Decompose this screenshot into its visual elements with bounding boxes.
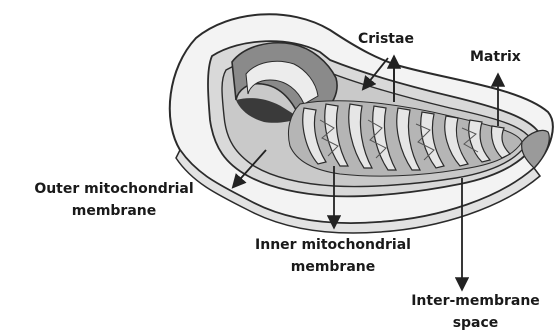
label-matrix-text: Matrix (470, 46, 521, 68)
label-inner-membrane: Inner mitochondrial membrane (218, 234, 448, 278)
label-inner-line1: Inner mitochondrial (218, 234, 448, 256)
label-outer-line2: membrane (8, 200, 220, 222)
label-cristae: Cristae (358, 28, 414, 50)
label-outer-line1: Outer mitochondrial (8, 178, 220, 200)
label-inter-line1: Inter-membrane (393, 290, 558, 312)
label-intermembrane-space: Inter-membrane space (393, 290, 558, 334)
label-matrix: Matrix (470, 46, 521, 68)
label-inner-line2: membrane (218, 256, 448, 278)
label-outer-membrane: Outer mitochondrial membrane (8, 178, 220, 222)
label-inter-line2: space (393, 312, 558, 334)
label-cristae-text: Cristae (358, 28, 414, 50)
